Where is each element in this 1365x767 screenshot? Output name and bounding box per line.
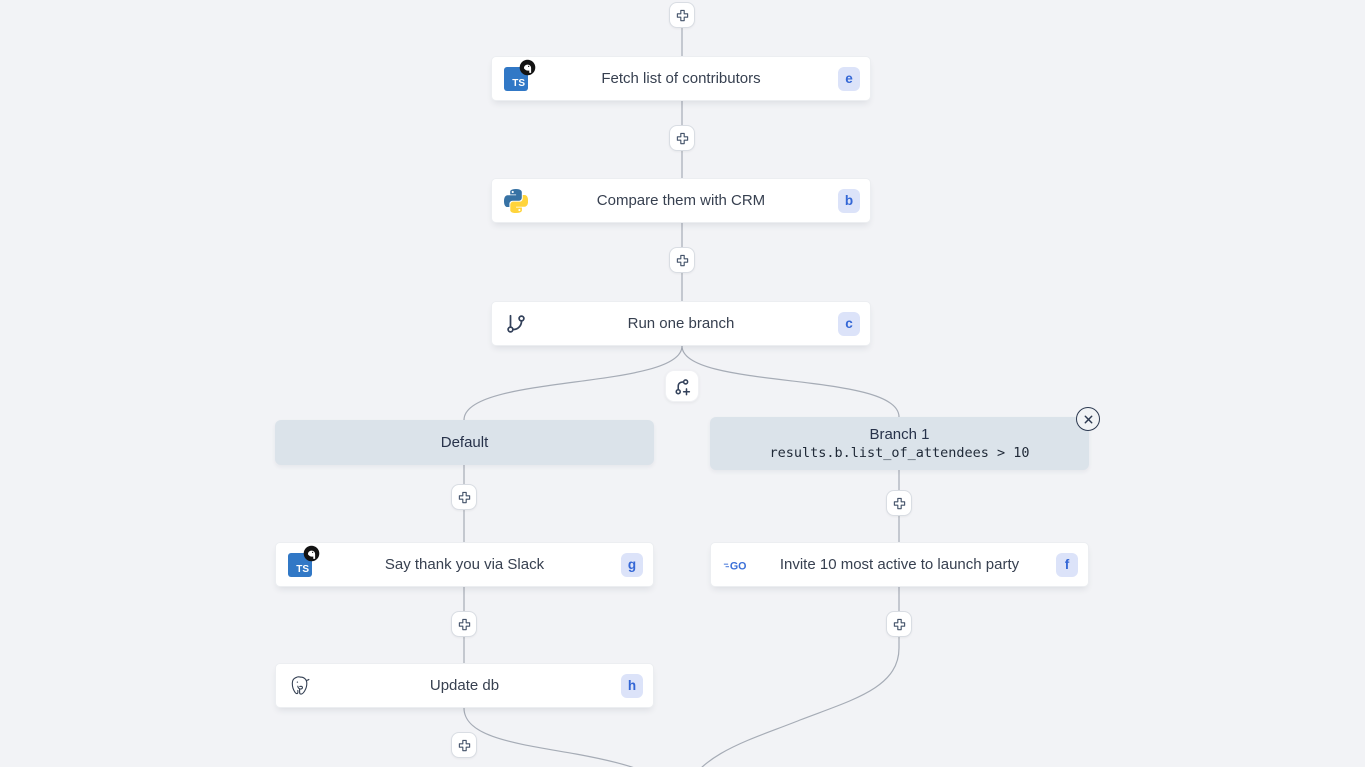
plus-icon: [676, 254, 688, 266]
step-title: Run one branch: [627, 315, 735, 332]
step-title: Update db: [429, 677, 500, 694]
python-icon: [504, 188, 528, 213]
plus-icon: [676, 9, 688, 21]
insert-step-button-top[interactable]: [669, 2, 695, 28]
flow-step-fetch-contributors[interactable]: TS Fetch list of contributors e: [491, 56, 871, 101]
typescript-deno-icon: TS: [288, 545, 320, 577]
insert-step-button-default-3[interactable]: [451, 732, 477, 758]
plus-icon: [458, 491, 470, 503]
insert-step-button-default-1[interactable]: [451, 484, 477, 510]
step-title: Fetch list of contributors: [601, 70, 761, 87]
branch-label: Default: [440, 434, 489, 451]
step-id-badge: f: [1056, 552, 1078, 577]
branch-condition: results.b.list_of_attendees > 10: [769, 445, 1030, 461]
step-id-badge: c: [838, 311, 860, 336]
add-branch-button[interactable]: [665, 370, 699, 402]
step-id-badge: e: [838, 66, 860, 91]
typescript-deno-icon: TS: [504, 59, 536, 91]
insert-step-button-after-b[interactable]: [669, 247, 695, 273]
deno-icon: [519, 59, 536, 75]
step-title: Say thank you via Slack: [384, 556, 545, 573]
flow-step-compare-crm[interactable]: Compare them with CRM b: [491, 178, 871, 223]
branch-header-branch1[interactable]: Branch 1 results.b.list_of_attendees > 1…: [710, 417, 1089, 470]
step-id-badge: b: [838, 188, 860, 213]
remove-branch-button[interactable]: [1076, 407, 1100, 431]
plus-icon: [893, 497, 905, 509]
flow-step-update-db[interactable]: Update db h: [275, 663, 654, 708]
insert-step-button-after-a[interactable]: [669, 125, 695, 151]
insert-step-button-default-2[interactable]: [451, 611, 477, 637]
flow-step-say-thanks-slack[interactable]: TS Say thank you via Slack g: [275, 542, 654, 587]
step-id-badge: g: [621, 552, 643, 577]
plus-icon: [458, 618, 470, 630]
insert-step-button-branch1-2[interactable]: [886, 611, 912, 637]
git-branch-plus-icon: [674, 378, 690, 395]
close-icon: [1084, 415, 1092, 423]
plus-icon: [893, 618, 905, 630]
flow-step-invite-launch-party[interactable]: GO Invite 10 most active to launch party…: [710, 542, 1089, 587]
branch-label: Branch 1: [869, 426, 930, 443]
step-id-badge: h: [621, 673, 643, 698]
plus-icon: [458, 739, 470, 751]
git-branch-icon: [504, 312, 528, 336]
postgresql-elephant-icon: [288, 674, 312, 698]
svg-text:GO: GO: [730, 560, 747, 572]
deno-icon: [303, 545, 320, 561]
step-title: Invite 10 most active to launch party: [779, 556, 1020, 573]
flow-step-run-one-branch[interactable]: Run one branch c: [491, 301, 871, 346]
insert-step-button-branch1-1[interactable]: [886, 490, 912, 516]
step-title: Compare them with CRM: [596, 192, 766, 209]
plus-icon: [676, 132, 688, 144]
go-icon: GO: [723, 553, 747, 577]
branch-header-default[interactable]: Default: [275, 420, 654, 465]
